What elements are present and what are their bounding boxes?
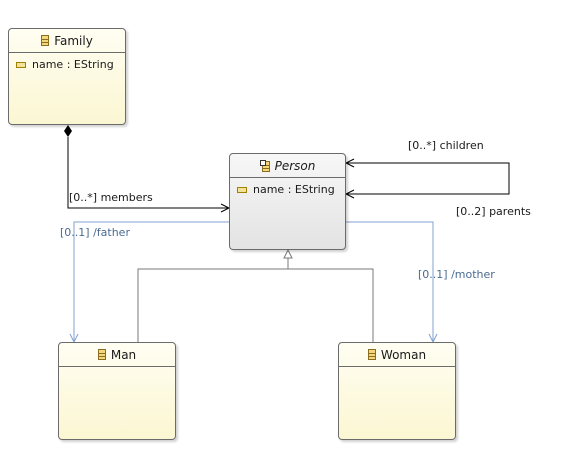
woman-class-header: Woman	[339, 343, 455, 367]
eclass-icon	[367, 349, 376, 360]
generalization-arrowhead	[283, 248, 293, 259]
family-attribute-label: name : EString	[32, 58, 114, 71]
family-attribute[interactable]: name : EString	[9, 56, 125, 73]
eclass-icon	[97, 349, 106, 360]
family-class-header: Family	[9, 29, 125, 53]
man-class-name: Man	[110, 347, 137, 362]
person-class[interactable]: Person name : EString	[229, 153, 346, 250]
family-class-name: Family	[54, 33, 93, 48]
woman-class-name: Woman	[380, 347, 427, 362]
father-label[interactable]: [0..1] /father	[60, 226, 130, 239]
children-parents-reference[interactable]	[344, 158, 510, 199]
person-class-header: Person	[230, 154, 345, 178]
generalization[interactable]	[137, 248, 374, 342]
abstract-eclass-icon	[259, 159, 270, 172]
parents-label[interactable]: [0..2] parents	[456, 205, 531, 218]
eattribute-icon	[237, 186, 247, 193]
person-attribute-label: name : EString	[253, 183, 335, 196]
mother-reference[interactable]	[346, 221, 438, 344]
person-attribute[interactable]: name : EString	[230, 181, 345, 198]
eclass-icon	[41, 35, 50, 46]
woman-class[interactable]: Woman	[338, 342, 456, 440]
father-reference[interactable]	[69, 221, 229, 344]
man-class[interactable]: Man	[58, 342, 176, 440]
eattribute-icon	[16, 61, 26, 68]
children-arrowhead	[344, 158, 355, 168]
generalization-line	[137, 268, 374, 342]
mother-label[interactable]: [0..1] /mother	[418, 268, 495, 281]
mother-reference-line	[346, 221, 434, 342]
family-class[interactable]: Family name : EString	[8, 28, 126, 125]
man-class-header: Man	[59, 343, 175, 367]
person-class-name: Person	[274, 158, 316, 173]
composition-diamond	[64, 125, 72, 137]
father-reference-line	[73, 221, 229, 342]
children-parents-reference-line	[346, 162, 510, 195]
parents-arrowhead	[344, 189, 355, 199]
members-label[interactable]: [0..*] members	[69, 191, 153, 204]
children-label[interactable]: [0..*] children	[408, 139, 484, 152]
members-reference-line	[67, 137, 229, 209]
